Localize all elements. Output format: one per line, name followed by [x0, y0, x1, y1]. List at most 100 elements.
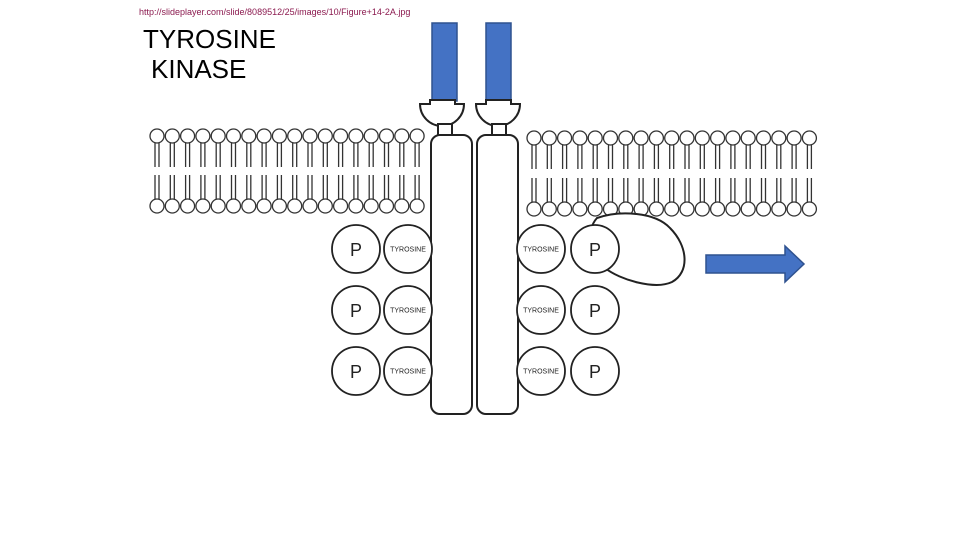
lipid-head	[527, 131, 541, 145]
lipid-head	[604, 131, 618, 145]
receptor-chain-left	[431, 135, 472, 414]
lipid-head	[227, 129, 241, 143]
phosphate-right-2-label: P	[589, 301, 601, 321]
ligand-left	[432, 23, 457, 101]
lipid-head	[395, 199, 409, 213]
lipid-head	[211, 199, 225, 213]
lipid-head	[272, 199, 286, 213]
lipid-head	[726, 131, 740, 145]
lipid-head	[242, 129, 256, 143]
lipid-head	[150, 199, 164, 213]
tyrosine-left-2-label: TYROSINE	[390, 308, 426, 315]
lipid-head	[787, 131, 801, 145]
lipid-head	[334, 199, 348, 213]
lipid-head	[542, 131, 556, 145]
phosphate-right-2: P	[571, 286, 619, 334]
lipid-head	[711, 131, 725, 145]
binding-site-right	[476, 100, 520, 126]
lipid-head	[227, 199, 241, 213]
lipid-head	[573, 202, 587, 216]
lipid-head	[542, 202, 556, 216]
phosphate-left-2-label: P	[350, 301, 362, 321]
lipid-head	[303, 129, 317, 143]
lipid-head	[257, 199, 271, 213]
ligand-right	[486, 23, 511, 101]
lipid-head	[165, 129, 179, 143]
lipid-head	[772, 131, 786, 145]
lipid-head	[303, 199, 317, 213]
phosphate-left-1: P	[332, 225, 380, 273]
lipid-head	[410, 129, 424, 143]
lipid-head	[726, 202, 740, 216]
lipid-head	[288, 129, 302, 143]
tyrosine-right-1-label: TYROSINE	[523, 247, 559, 254]
lipid-head	[588, 131, 602, 145]
lipid-head	[741, 131, 755, 145]
lipid-head	[573, 131, 587, 145]
lipid-head	[757, 202, 771, 216]
receptor-chain-right	[477, 135, 518, 414]
lipid-head	[257, 129, 271, 143]
lipid-head	[288, 199, 302, 213]
phosphate-right-1-label: P	[589, 240, 601, 260]
lipid-head	[395, 129, 409, 143]
lipid-head	[334, 129, 348, 143]
lipid-head	[665, 202, 679, 216]
lipid-head	[649, 131, 663, 145]
lipid-head	[181, 129, 195, 143]
tyrosine-left-2: TYROSINE	[384, 286, 432, 334]
tyrosine-right-1: TYROSINE	[517, 225, 565, 273]
right-arrow-icon	[706, 246, 804, 282]
tyrosine-right-3-label: TYROSINE	[523, 369, 559, 376]
lipid-head	[741, 202, 755, 216]
lipid-head	[318, 199, 332, 213]
lipid-head	[680, 202, 694, 216]
lipid-head	[558, 202, 572, 216]
lipid-head	[242, 199, 256, 213]
tyrosine-left-3-label: TYROSINE	[390, 369, 426, 376]
tyrosine-left-1: TYROSINE	[384, 225, 432, 273]
lipid-head	[695, 131, 709, 145]
lipid-head	[588, 202, 602, 216]
tyrosine-left-3: TYROSINE	[384, 347, 432, 395]
lipid-head	[150, 129, 164, 143]
lipid-head	[364, 199, 378, 213]
lipid-head	[558, 131, 572, 145]
lipid-head	[527, 202, 541, 216]
lipid-head	[349, 199, 363, 213]
phosphate-right-3: P	[571, 347, 619, 395]
phosphate-left-1-label: P	[350, 240, 362, 260]
receptor-right	[476, 23, 520, 414]
lipid-head	[787, 202, 801, 216]
lipid-head	[318, 129, 332, 143]
lipid-head	[680, 131, 694, 145]
binding-site-left	[420, 100, 464, 126]
phosphate-right-1: P	[571, 225, 619, 273]
tyrosine-right-2: TYROSINE	[517, 286, 565, 334]
tyrosine-residues: P TYROSINE P TYROSINE P TYROSINE TYROSINE P TYRO…	[332, 225, 619, 395]
lipid-head	[665, 131, 679, 145]
phosphate-left-3: P	[332, 347, 380, 395]
lipid-head	[196, 129, 210, 143]
lipid-head	[349, 129, 363, 143]
lipid-head	[181, 199, 195, 213]
lipid-head	[211, 129, 225, 143]
phosphate-left-3-label: P	[350, 362, 362, 382]
phosphate-left-2: P	[332, 286, 380, 334]
lipid-head	[196, 199, 210, 213]
receptor-left	[420, 23, 472, 414]
lipid-head	[272, 129, 286, 143]
lipid-head	[695, 202, 709, 216]
tyrosine-right-3: TYROSINE	[517, 347, 565, 395]
lipid-head	[757, 131, 771, 145]
tyrosine-left-1-label: TYROSINE	[390, 247, 426, 254]
phosphate-right-3-label: P	[589, 362, 601, 382]
lipid-head	[619, 131, 633, 145]
lipid-head	[634, 131, 648, 145]
lipid-head	[380, 129, 394, 143]
lipid-head	[649, 202, 663, 216]
lipid-head	[364, 129, 378, 143]
lipid-head	[165, 199, 179, 213]
tyrosine-right-2-label: TYROSINE	[523, 308, 559, 315]
